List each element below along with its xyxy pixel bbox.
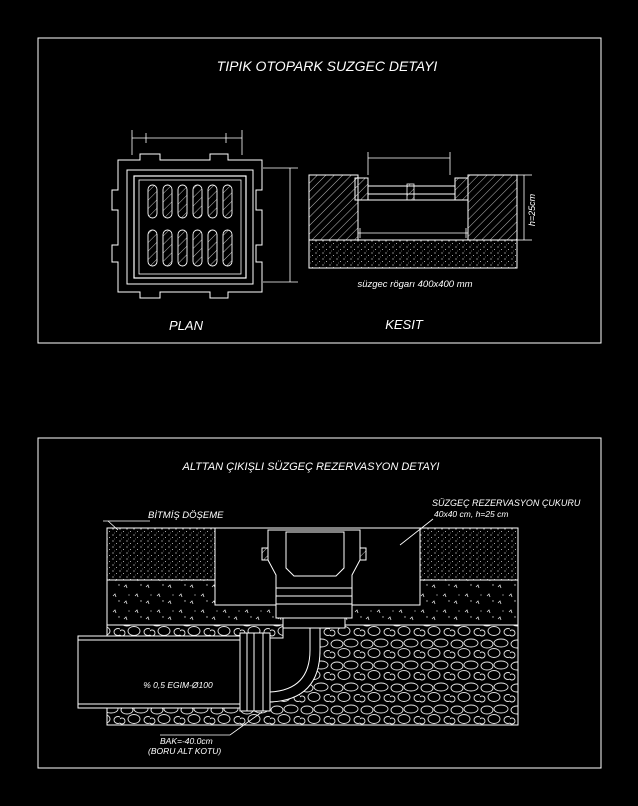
section-frame-right — [454, 177, 469, 201]
panel-top: TIPIK OTOPARK SUZGEC DETAYI — [37, 37, 602, 344]
plan-grate-slots — [147, 184, 233, 267]
panel-bottom: ALTTAN ÇIKIŞLI SÜZGEÇ REZERVASYON DETAYI — [37, 437, 602, 769]
section-dimension-label: süzgec rögarı 400x400 mm — [357, 279, 472, 290]
plan-label: PLAN — [169, 318, 204, 333]
plan-inner-frame — [126, 169, 254, 285]
fill-layer-right — [420, 580, 518, 625]
section-height-label: h=25cm — [527, 193, 537, 226]
pipe-level-label-line2: (BORU ALT KOTU) — [148, 746, 221, 756]
section-dimension-top — [367, 152, 451, 175]
floor-slab-left — [106, 527, 216, 581]
section-grate-bar-1 — [406, 183, 415, 201]
section-gravel-bed — [308, 239, 518, 269]
section-frame-left — [354, 177, 369, 201]
section-label: KESIT — [385, 317, 424, 332]
section-box — [357, 199, 469, 241]
floor-slab-right — [419, 527, 519, 581]
panel-top-title: TIPIK OTOPARK SUZGEC DETAYI — [217, 58, 438, 74]
panel-bottom-title: ALTTAN ÇIKIŞLI SÜZGEÇ REZERVASYON DETAYI — [182, 461, 440, 473]
panel-bottom-frame — [37, 437, 602, 769]
plan-grate-frame — [133, 175, 247, 279]
section-slab-right — [467, 174, 518, 241]
pit-label-line1: SÜZGEÇ REZERVASYON ÇUKURU — [432, 498, 581, 508]
pipe-slope-label: % 0,5 EGIM-Ø100 — [143, 680, 213, 690]
plan-outer-frame — [111, 153, 263, 299]
plan-dimension-top — [131, 130, 243, 155]
pipe-level-label-line1: BAK=-40.0cm — [160, 736, 213, 746]
section-dimension-right — [517, 174, 532, 241]
plan-grate-inner — [138, 179, 242, 275]
drain-body — [261, 529, 367, 629]
floor-label: BİTMİŞ DÖŞEME — [148, 510, 224, 521]
leader-lines — [103, 518, 434, 736]
fill-layer-left — [107, 580, 215, 625]
plan-view: PLAN — [111, 130, 298, 333]
pit-label-line2: 40x40 cm, h=25 cm — [434, 509, 508, 519]
drain-pipe — [77, 627, 321, 712]
panel-top-frame — [37, 37, 602, 344]
section-view: h=25cm süzgec rögarı 400x400 mm KESIT — [308, 152, 537, 332]
section-slab-left — [308, 174, 359, 241]
plan-dimension-right — [263, 167, 298, 283]
section-dimension-inner — [358, 228, 468, 238]
